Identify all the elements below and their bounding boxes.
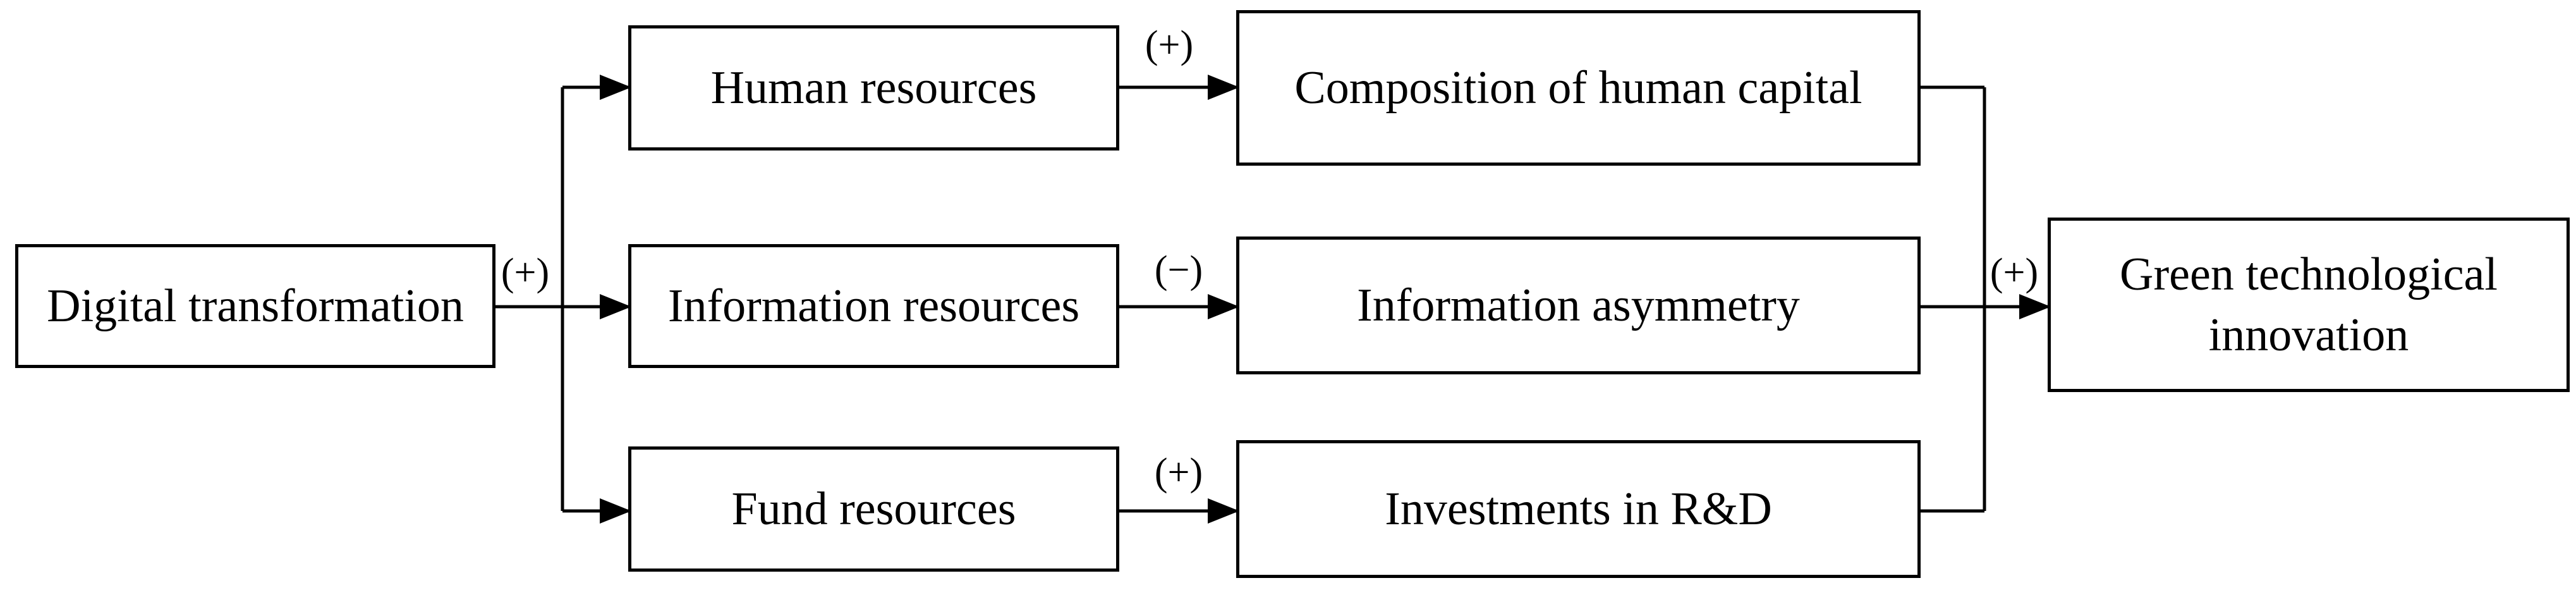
node-label: Green technological innovation	[2120, 249, 2498, 361]
node-label: Information resources	[667, 280, 1080, 332]
node-label: Investments in R&D	[1385, 483, 1772, 535]
node-investments-in-rd: Investments in R&D	[1236, 440, 1921, 578]
node-green-technological-innovation: Green technological innovation	[2048, 218, 2570, 392]
node-label: Information asymmetry	[1357, 280, 1800, 331]
node-information-asymmetry: Information asymmetry	[1236, 237, 1921, 374]
sign-fund-resources-to-rd: (+)	[1154, 451, 1203, 494]
sign-information-resources-to-asymmetry: (−)	[1154, 249, 1203, 292]
sign-digital-to-resources: (+)	[501, 251, 550, 294]
node-human-resources: Human resources	[628, 25, 1119, 151]
node-information-resources: Information resources	[628, 244, 1119, 368]
sign-human-resources-to-capital: (+)	[1145, 23, 1194, 66]
node-digital-transformation: Digital transformation	[15, 244, 495, 368]
node-label: Fund resources	[731, 483, 1016, 535]
node-label: Composition of human capital	[1294, 62, 1862, 114]
node-label: Digital transformation	[47, 280, 464, 332]
node-fund-resources: Fund resources	[628, 446, 1119, 572]
node-label: Human resources	[710, 62, 1037, 114]
sign-mechanisms-to-innovation: (+)	[1990, 251, 2039, 294]
node-composition-of-human-capital: Composition of human capital	[1236, 10, 1921, 166]
